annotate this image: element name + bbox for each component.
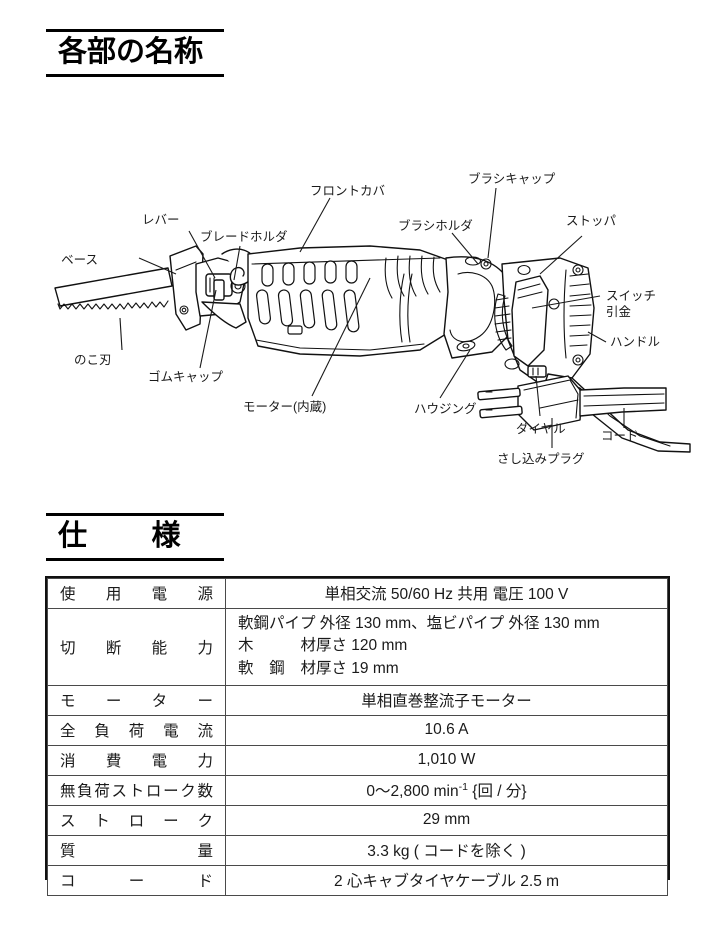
label-lever: レバー <box>142 213 180 227</box>
table-row: 全負荷電流 10.6 A <box>47 715 668 747</box>
table-row: 質量 3.3 kg ( コードを除く ) <box>47 835 668 867</box>
cutting-capacity-line-pipe: 軟鋼パイプ 外径 130 mm、塩ビパイプ 外径 130 mm <box>238 615 600 632</box>
page-title-specifications: 仕 様 <box>46 513 224 562</box>
label-blade-holder: ブレードホルダ <box>200 229 288 244</box>
label-motor: モーター(内蔵) <box>243 400 326 414</box>
front-cover-vents-lower <box>255 289 360 333</box>
rubber-cap-shape <box>213 279 225 301</box>
table-row: 使用電源 単相交流 50/60 Hz 共用 電圧 100 V <box>47 578 668 609</box>
handle-grip-ribs <box>569 273 592 347</box>
housing-shape <box>399 256 513 359</box>
cutting-capacity-thickness-wood: 厚さ 120 mm <box>316 637 408 655</box>
spec-value-cutting-capacity: 軟鋼パイプ 外径 130 mm、塩ビパイプ 外径 130 mm 木材厚さ 120… <box>225 607 668 687</box>
cutting-capacity-material-steel: 軟鋼材 <box>238 659 316 677</box>
spec-value-cord: 2 心キャブタイヤケーブル 2.5 m <box>225 865 668 897</box>
label-cord: コード <box>601 429 639 443</box>
spec-value-stroke-length: 29 mm <box>225 805 668 837</box>
spec-label-cord: コード <box>47 865 226 897</box>
label-switch-trigger-line1: スイッチ <box>606 289 656 303</box>
label-switch-trigger-line2: 引金 <box>606 305 632 319</box>
plug-shape <box>477 375 667 431</box>
label-base: ベース <box>61 253 98 267</box>
base-plate-shape <box>169 245 204 331</box>
cutting-capacity-material-wood: 木材 <box>238 637 316 655</box>
leader-lines <box>119 187 625 448</box>
reciprocating-saw-diagram: ベース レバー ブレードホルダ フロントカバ ブラシキャップ ブラシホルダ スト… <box>0 78 718 478</box>
specifications-table: 使用電源 単相交流 50/60 Hz 共用 電圧 100 V 切断能力 軟鋼パイ… <box>47 578 668 897</box>
spec-label-motor: モーター <box>47 685 226 717</box>
page-title-parts-names-text: 各部の名称 <box>58 36 204 68</box>
switch-trigger-shape <box>511 275 549 367</box>
spec-label-power-consumption: 消費電力 <box>47 745 226 777</box>
rear-cover-ribs <box>384 255 441 299</box>
spec-label-cutting-capacity: 切断能力 <box>47 607 226 687</box>
saw-blade-shape <box>54 267 173 310</box>
spec-label-full-load-current: 全負荷電流 <box>47 715 226 747</box>
table-row: 切断能力 軟鋼パイプ 外径 130 mm、塩ビパイプ 外径 130 mm 木材厚… <box>47 607 668 687</box>
table-row: コード 2 心キャブタイヤケーブル 2.5 m <box>47 865 668 897</box>
table-row: モーター 単相直巻整流子モーター <box>47 685 668 717</box>
spec-label-power-source: 使用電源 <box>47 578 226 609</box>
spec-value-weight: 3.3 kg ( コードを除く ) <box>225 835 668 867</box>
spec-value-motor: 単相直巻整流子モーター <box>225 685 668 717</box>
spec-value-full-load-current: 10.6 A <box>225 715 668 747</box>
brush-cap-shape <box>464 256 482 266</box>
label-rubber-cap: ゴムキャップ <box>148 369 224 384</box>
cutting-capacity-thickness-steel: 厚さ 19 mm <box>316 659 399 677</box>
stroke-rate-suffix: {回 / 分} <box>467 783 527 801</box>
page-title-parts-names: 各部の名称 <box>46 29 224 78</box>
label-brush-holder: ブラシホルダ <box>398 218 473 233</box>
dial-shape <box>504 358 547 378</box>
spec-value-power-consumption: 1,010 W <box>225 745 668 777</box>
spec-label-weight: 質量 <box>47 835 226 867</box>
label-dial: ダイヤル <box>516 421 566 436</box>
table-row: ストローク 29 mm <box>47 805 668 837</box>
table-row: 無負荷ストローク数 0～2,800 min-1 {回 / 分} <box>47 775 668 807</box>
stroke-rate-prefix: 0～2,800 min <box>366 783 459 801</box>
label-brush-cap: ブラシキャップ <box>468 171 556 186</box>
table-row: 消費電力 1,010 W <box>47 745 668 777</box>
trigger-guard-hatch <box>494 293 513 351</box>
label-plug: さし込みプラグ <box>497 452 585 466</box>
label-saw-blade: のこ刃 <box>74 353 112 367</box>
spec-value-power-source: 単相交流 50/60 Hz 共用 電圧 100 V <box>225 578 668 609</box>
front-cover-vents <box>261 260 358 287</box>
cutting-capacity-line-wood: 木材厚さ 120 mm <box>238 635 659 657</box>
label-housing: ハウジング <box>414 402 477 416</box>
page-title-specifications-text: 仕 様 <box>58 520 181 552</box>
spec-value-no-load-stroke-rate: 0～2,800 min-1 {回 / 分} <box>225 775 668 807</box>
label-stopper: ストッパ <box>566 214 616 228</box>
cutting-capacity-line-steel: 軟鋼材厚さ 19 mm <box>238 658 659 680</box>
spec-label-no-load-stroke-rate: 無負荷ストローク数 <box>47 775 226 807</box>
stroke-rate-exponent: -1 <box>458 781 468 794</box>
stopper-shape <box>517 264 531 276</box>
spec-label-stroke-length: ストローク <box>47 805 226 837</box>
label-front-cover: フロントカバ <box>310 184 385 198</box>
label-handle: ハンドル <box>610 335 660 349</box>
